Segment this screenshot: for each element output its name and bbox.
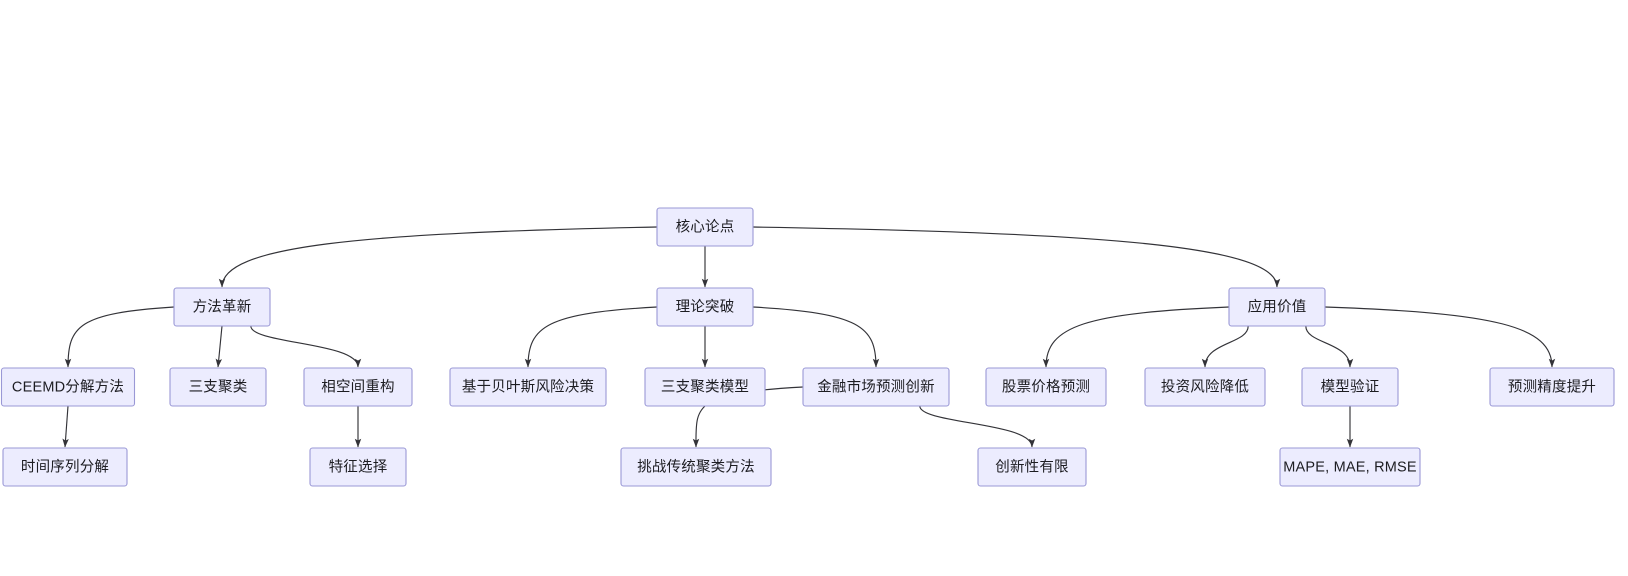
node-box: [620, 447, 772, 487]
node-box: [1301, 367, 1399, 407]
node-label: 理论突破: [676, 298, 735, 315]
node-label: 应用价值: [1248, 297, 1307, 315]
edge-root-to-l1c: [752, 226, 1281, 288]
node-label: 三支聚类模型: [661, 378, 749, 395]
node-box: [0, 367, 136, 407]
node-label: 方法革新: [193, 298, 252, 315]
node-l1a[interactable]: 方法革新: [173, 287, 271, 327]
node-label: 金融市场预测创新: [817, 378, 935, 395]
node-l2e[interactable]: 三支聚类模型: [644, 367, 766, 407]
node-box: [303, 367, 413, 407]
node-label: 投资风险降低: [1161, 378, 1249, 395]
node-label: 核心论点: [676, 218, 735, 235]
node-label: CEEMD分解方法: [12, 378, 124, 395]
node-l2c[interactable]: 相空间重构: [303, 367, 413, 407]
edge-l2f-to-l3d: [919, 405, 1036, 448]
node-box: [985, 367, 1107, 407]
node-l3e[interactable]: MAPE, MAE, RMSE: [1279, 447, 1421, 487]
node-label: 基于贝叶斯风险决策: [462, 378, 595, 395]
node-box: [309, 447, 407, 487]
node-label: 预测精度提升: [1508, 378, 1596, 395]
node-box: [1489, 367, 1615, 407]
node-box: [173, 287, 271, 327]
node-box: [169, 367, 267, 407]
node-label: 特征选择: [329, 458, 388, 475]
node-label: 相空间重构: [321, 378, 395, 395]
node-l2g[interactable]: 股票价格预测: [985, 367, 1107, 407]
node-l2i[interactable]: 模型验证: [1301, 367, 1399, 407]
edge-l1a-to-l2a: [64, 306, 175, 368]
node-l2j[interactable]: 预测精度提升: [1489, 367, 1615, 407]
node-box: [644, 367, 766, 407]
edge-l1a-to-l2b: [215, 325, 223, 368]
node-l2f[interactable]: 金融市场预测创新: [802, 367, 950, 407]
node-box: [2, 447, 128, 487]
edge-l1a-to-l2c: [250, 325, 362, 368]
node-label: MAPE, MAE, RMSE: [1283, 459, 1417, 475]
node-box: [449, 367, 607, 407]
node-box: [656, 207, 754, 247]
node-label: 模型验证: [1321, 378, 1380, 395]
node-l2h[interactable]: 投资风险降低: [1144, 367, 1266, 407]
node-l3a[interactable]: 时间序列分解: [2, 447, 128, 487]
node-label: 挑战传统聚类方法: [637, 458, 755, 475]
node-label: 时间序列分解: [21, 458, 109, 475]
node-box: [1228, 287, 1326, 327]
node-label: 股票价格预测: [1002, 378, 1090, 395]
edge-l1c-to-l2i: [1305, 325, 1354, 368]
edge-l1b-to-l2f: [752, 306, 880, 368]
node-l2d[interactable]: 基于贝叶斯风险决策: [449, 367, 607, 407]
node-l1c[interactable]: 应用价值: [1228, 287, 1326, 327]
node-l2b[interactable]: 三支聚类: [169, 367, 267, 407]
node-l3d[interactable]: 创新性有限: [977, 447, 1087, 487]
node-l2a[interactable]: CEEMD分解方法: [0, 367, 136, 407]
node-l3c[interactable]: 挑战传统聚类方法: [620, 447, 772, 487]
node-root[interactable]: 核心论点: [656, 207, 754, 247]
node-label: 创新性有限: [995, 458, 1069, 475]
edge-root-to-l1a: [218, 226, 658, 288]
node-box: [656, 287, 754, 327]
edge-l1c-to-l2g: [1042, 306, 1230, 368]
edges-layer: [62, 226, 1556, 448]
node-box: [1144, 367, 1266, 407]
edge-l1c-to-l2h: [1201, 325, 1249, 368]
edge-l1b-to-l2d: [524, 306, 658, 368]
edge-l2a-to-l3a: [62, 405, 69, 448]
node-label: 三支聚类: [189, 378, 248, 395]
node-box: [802, 367, 950, 407]
node-box: [1279, 447, 1421, 487]
node-l3b[interactable]: 特征选择: [309, 447, 407, 487]
node-box: [977, 447, 1087, 487]
node-l1b[interactable]: 理论突破: [656, 287, 754, 327]
edge-l1c-to-l2j: [1324, 306, 1556, 368]
